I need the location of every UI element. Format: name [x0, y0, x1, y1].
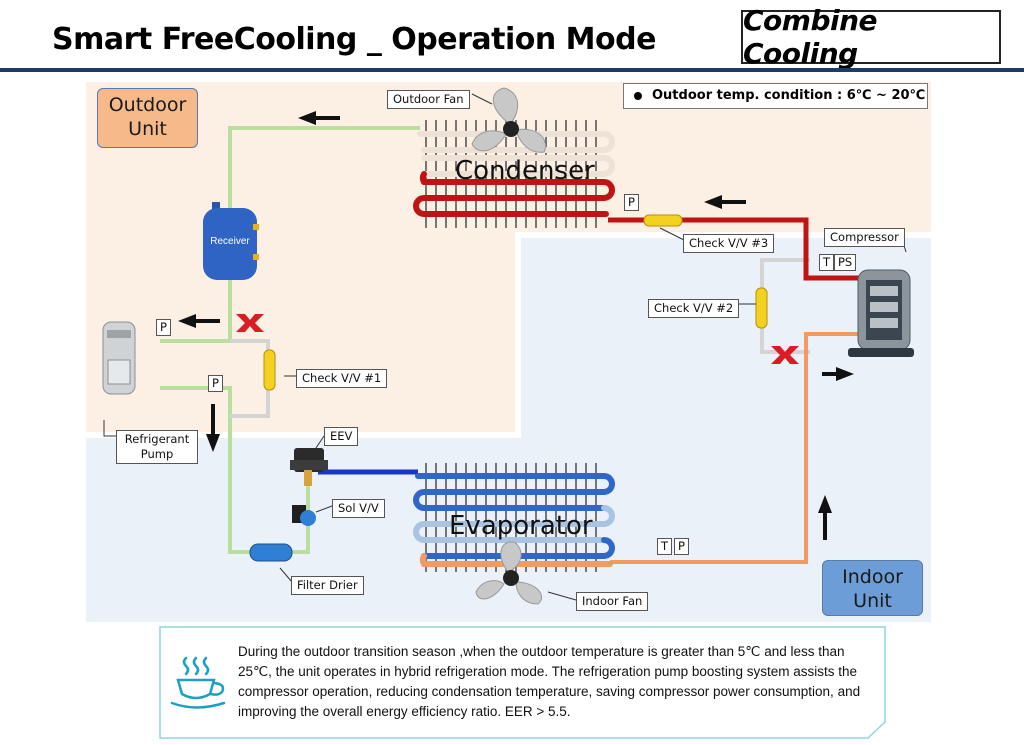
flow-arrow-icon — [178, 111, 854, 540]
condenser-label: Condenser — [455, 156, 595, 186]
suction-line — [610, 332, 858, 564]
condenser-coil — [413, 120, 615, 228]
indoor-fan-icon — [475, 541, 543, 605]
filter-drier-icon — [249, 543, 293, 562]
check-valve-icon — [263, 214, 768, 391]
pressure-sensor: P — [674, 538, 689, 555]
compressor-label: Compressor — [824, 228, 905, 247]
indoor-fan-label: Indoor Fan — [576, 592, 649, 611]
refrigerant-pump-icon — [102, 321, 136, 395]
indoor-unit-label: Indoor Unit — [822, 560, 923, 616]
compressor-icon — [848, 269, 914, 357]
temperature-sensor: T — [819, 254, 835, 271]
page-title: Smart FreeCooling _ Operation Mode — [52, 22, 656, 57]
pressure-sensor: P — [624, 194, 639, 211]
title-rule — [0, 68, 1024, 72]
bullet-icon — [634, 92, 642, 100]
refrigerant-pump-label: Refrigerant Pump — [116, 430, 198, 464]
evaporator-label: Evaporator — [449, 511, 593, 541]
description-text: During the outdoor transition season ,wh… — [238, 644, 861, 719]
temperature-sensor: T — [657, 538, 673, 555]
blocked-path-icon — [236, 314, 799, 364]
outdoor-condition: Outdoor temp. condition : 6℃ ~ 20℃ — [623, 83, 928, 109]
receiver-tank — [203, 202, 259, 280]
hot-gas-line — [608, 217, 862, 281]
check-vv2-label: Check V/V #2 — [648, 299, 740, 318]
eev-valve-icon — [290, 448, 328, 486]
filter-drier-label: Filter Drier — [291, 576, 364, 595]
sol-vv-label: Sol V/V — [332, 499, 385, 518]
eev-label: EEV — [324, 427, 359, 446]
solenoid-valve-icon — [292, 505, 316, 526]
outdoor-fan-label: Outdoor Fan — [387, 90, 470, 109]
outdoor-zone — [86, 82, 931, 432]
coffee-cup-icon — [170, 656, 226, 709]
evaporator-coil — [413, 463, 615, 572]
condition-text: Outdoor temp. condition : 6℃ ~ 20℃ — [652, 88, 926, 103]
pressure-sensor: P — [156, 319, 171, 336]
check-vv3-label: Check V/V #3 — [683, 234, 775, 253]
outdoor-fan-icon — [471, 87, 546, 153]
outdoor-unit-label: Outdoor Unit — [97, 88, 198, 148]
receiver-label: Receiver — [210, 236, 250, 247]
pressure-sensor: P — [208, 375, 223, 392]
check-vv1-label: Check V/V #1 — [296, 369, 388, 388]
pressure-switch: PS — [834, 254, 857, 271]
